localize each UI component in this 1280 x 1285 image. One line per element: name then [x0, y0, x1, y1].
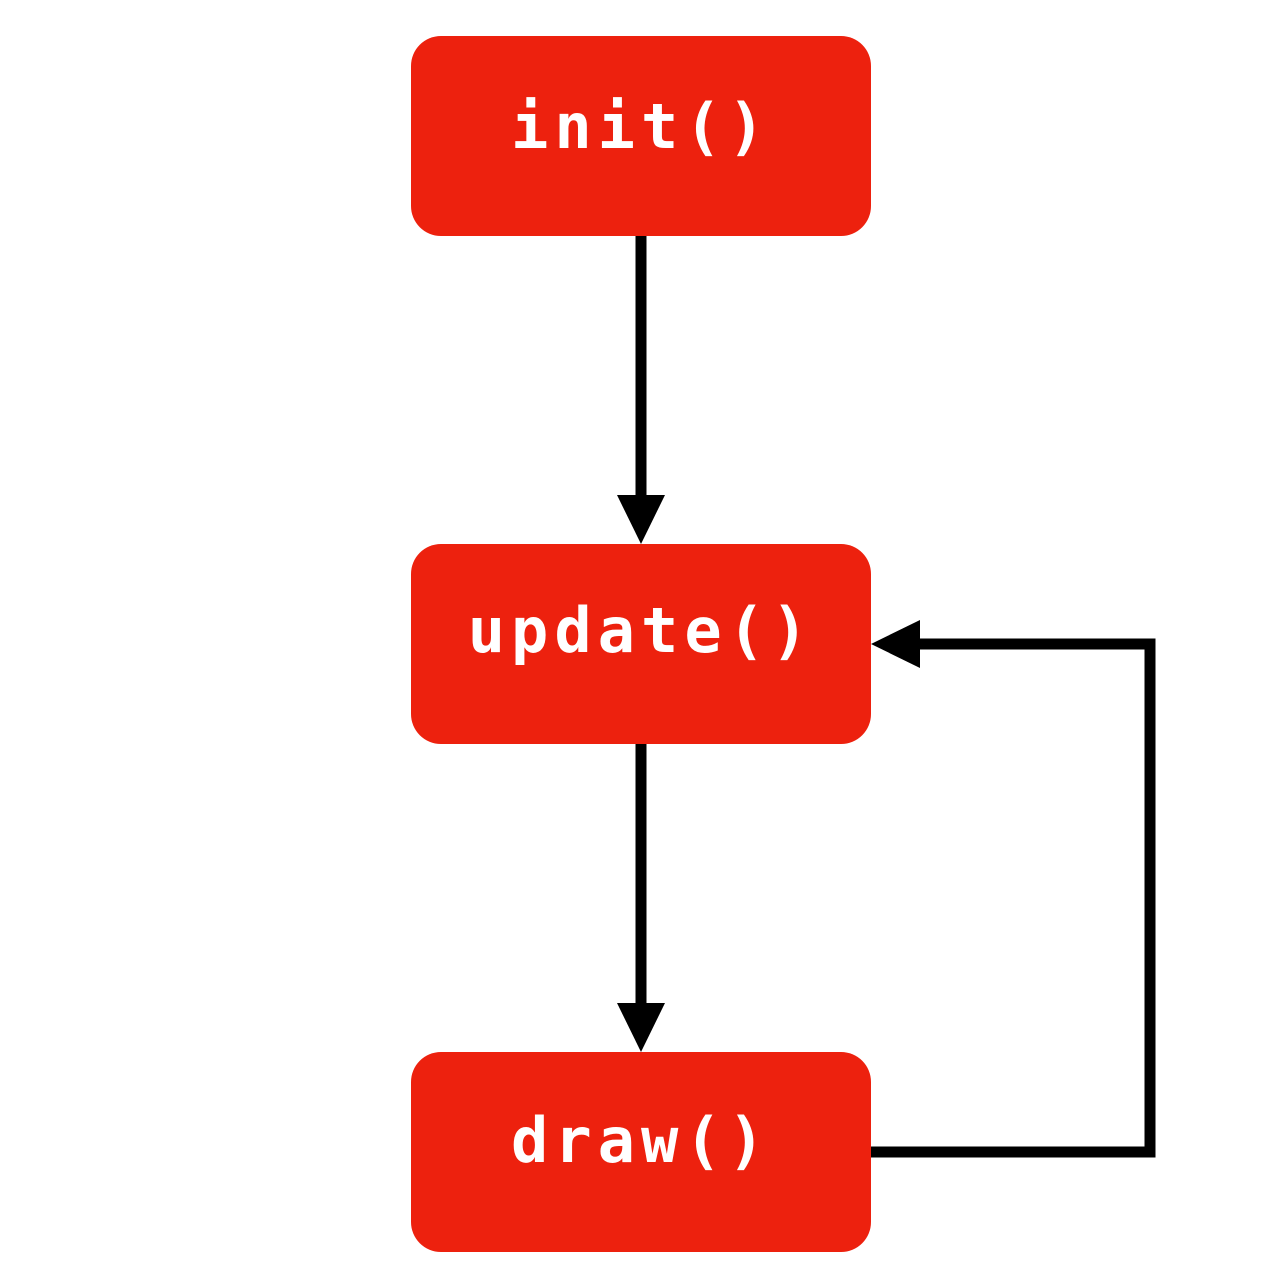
arrowhead-icon — [871, 620, 920, 668]
edge-init-to-update — [617, 236, 665, 544]
edge-draw-to-update — [871, 620, 1156, 1158]
node-init-label: init() — [511, 90, 771, 163]
node-update: update() — [411, 544, 871, 744]
node-update-label: update() — [467, 594, 815, 667]
node-init: init() — [411, 36, 871, 236]
edge-update-to-draw — [617, 744, 665, 1052]
edge-draw-to-update-line — [871, 638, 1156, 1158]
node-draw-label: draw() — [511, 1104, 771, 1177]
arrowhead-icon — [617, 495, 665, 544]
arrowhead-icon — [617, 1003, 665, 1052]
node-draw: draw() — [411, 1052, 871, 1252]
